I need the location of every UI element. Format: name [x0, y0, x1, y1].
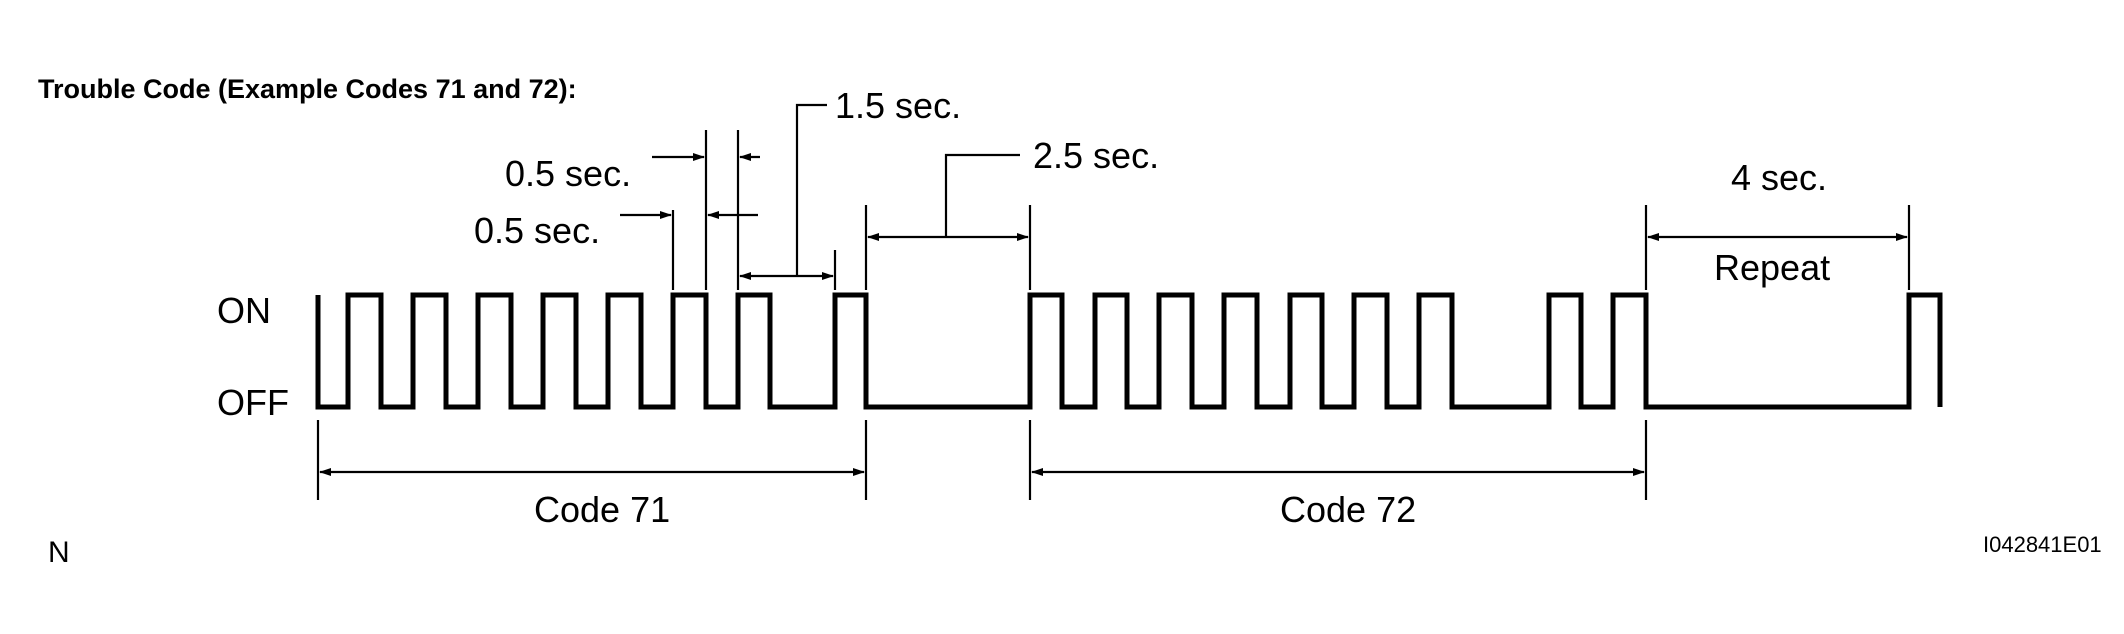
off-level-label: OFF [217, 382, 289, 423]
figure-id: I042841E01 [1983, 532, 2102, 557]
diagram-title: Trouble Code (Example Codes 71 and 72): [38, 74, 577, 104]
code-72-label: Code 72 [1280, 489, 1416, 530]
signal-waveform [315, 292, 1943, 410]
timing-extension-lines [671, 130, 1911, 290]
code-71-label: Code 71 [534, 489, 670, 530]
repeat-label: Repeat [1714, 247, 1830, 288]
code-gap-dimension [867, 153, 1029, 241]
corner-mark: N [48, 536, 70, 569]
on-level-label: ON [217, 290, 271, 331]
short-on-label: 0.5 sec. [505, 153, 631, 194]
code-span-extension-lines [316, 420, 1648, 500]
repeat-interval-label: 4 sec. [1731, 157, 1827, 198]
code-gap-label: 2.5 sec. [1033, 135, 1159, 176]
short-off-label: 0.5 sec. [474, 210, 600, 251]
digit-gap-dimension [739, 103, 834, 280]
digit-gap-label: 1.5 sec. [835, 85, 961, 126]
